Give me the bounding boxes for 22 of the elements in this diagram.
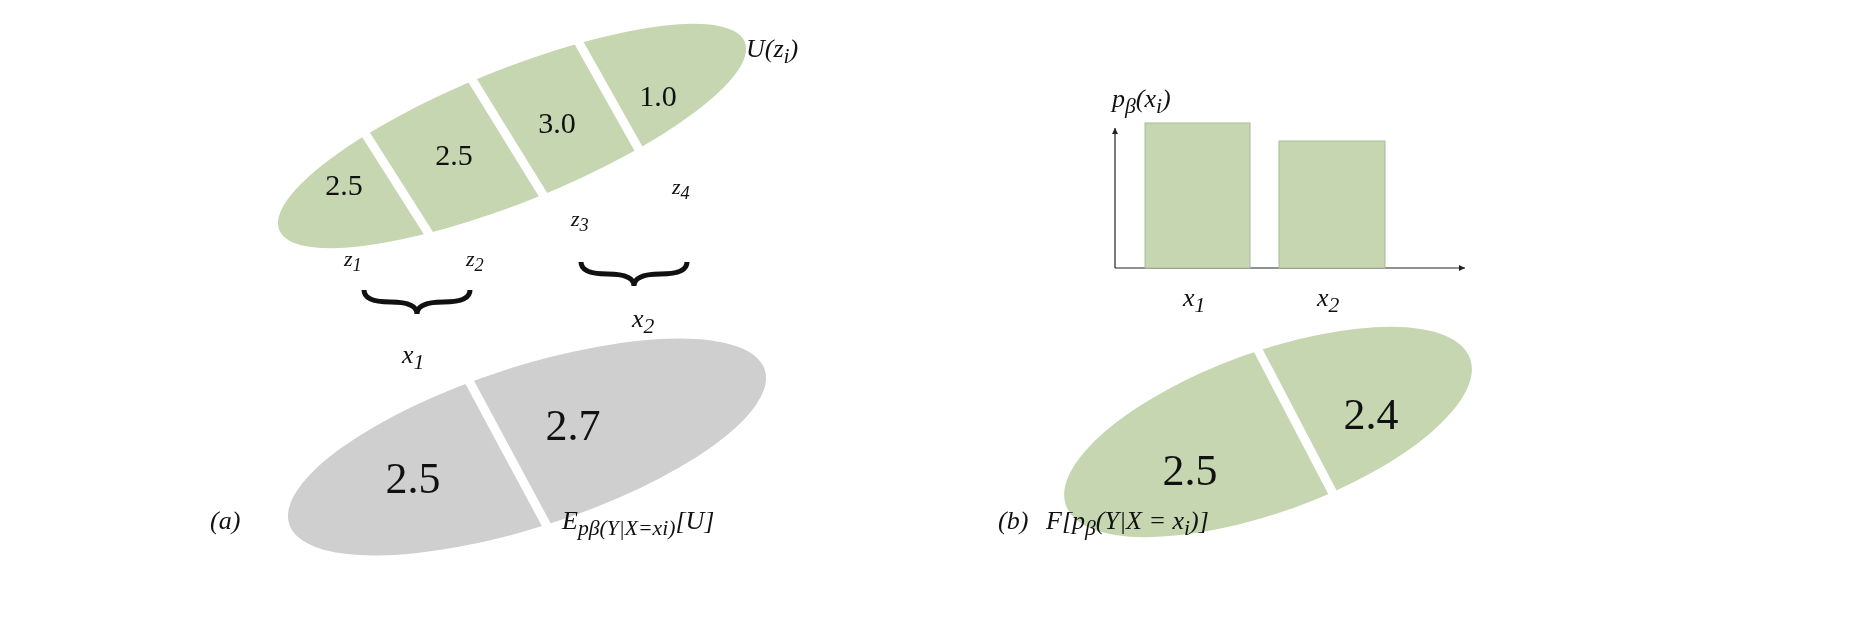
variable-label: z$_{2}$	[466, 246, 484, 277]
segment-value: 2.5	[1162, 444, 1218, 496]
category-label: x$_{2}$	[1317, 283, 1340, 319]
variable-label: x$_{2}$	[632, 304, 655, 340]
segment-value: 2.4	[1343, 388, 1399, 440]
segment-value: 1.0	[639, 79, 677, 113]
variable-label: z$_{4}$	[672, 174, 690, 205]
segment-value: 3.0	[538, 106, 576, 140]
variable-label: z$_{3}$	[571, 206, 589, 237]
variable-label: x$_{1}$	[402, 340, 425, 376]
segment-value: 2.5	[325, 168, 363, 202]
category-label: x$_{1}$	[1183, 283, 1206, 319]
segment-value: 2.7	[545, 399, 601, 451]
expression-label: E$_{pβ(Y|X=xi)}$[U]	[562, 506, 715, 542]
expression-label: F[p$_{β}$(Y|X = x$_{i}$)]	[1046, 506, 1209, 542]
panel-label: (a)	[210, 506, 241, 536]
variable-label: z$_{1}$	[344, 246, 362, 277]
panel-label: (b)	[998, 506, 1029, 536]
segment-value: 2.5	[435, 138, 473, 172]
segment-value: 2.5	[385, 452, 441, 504]
axis-label: p$_{β}$(x$_{i}$)	[1112, 84, 1171, 120]
function-label: U(z$_{i}$)	[746, 34, 799, 70]
